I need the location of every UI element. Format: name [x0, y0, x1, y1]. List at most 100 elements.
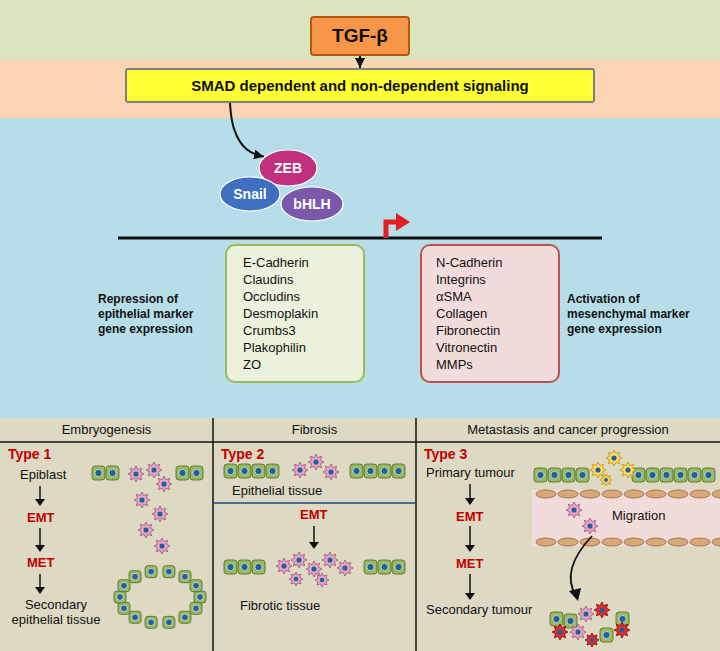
- mesenchymal-cell: [322, 552, 338, 568]
- node-text: Vitronectin: [436, 339, 544, 356]
- cell-nucleus: [635, 471, 642, 478]
- cell-nucleus: [327, 557, 332, 562]
- cell-nucleus: [595, 467, 600, 472]
- cell-nucleus: [269, 467, 276, 474]
- mesenchymal-cell: [134, 492, 150, 508]
- mesenchymal-cell: [292, 462, 308, 478]
- mesenchymal-cell: [552, 624, 568, 640]
- cell-nucleus: [619, 615, 626, 622]
- panel-heading: Fibrosis: [213, 422, 416, 437]
- epithelial-cell: [238, 464, 251, 478]
- mesenchymal-cell: [154, 538, 170, 554]
- endothelial-cell: [712, 538, 720, 546]
- text-label: Epiblast: [20, 467, 66, 482]
- panel-region: FibrosisType 2: [213, 418, 416, 651]
- epithelial-cell: [163, 616, 175, 628]
- flow-arrow-head: [465, 545, 475, 552]
- cell-nucleus: [294, 577, 298, 581]
- cell-nucleus: [166, 619, 173, 626]
- cell-nucleus: [161, 481, 166, 486]
- blood-vessel: [532, 490, 720, 546]
- epithelial-cell: [114, 591, 126, 603]
- cell-nucleus: [579, 471, 586, 478]
- cell-nucleus: [117, 594, 124, 601]
- epithelial-cell: [600, 628, 613, 642]
- cell-nucleus: [603, 631, 610, 638]
- cell-nucleus: [537, 471, 544, 478]
- epithelial-cell: [224, 560, 237, 574]
- flow-arrow: [469, 574, 471, 593]
- dna-line: [118, 237, 602, 240]
- marker-list-box: N-CadherinIntegrinsαSMACollagenFibronect…: [420, 244, 560, 383]
- process-label: EMT: [456, 509, 483, 524]
- node-text: Desmoplakin: [243, 305, 349, 322]
- epithelial-cell: [252, 560, 265, 574]
- flow-arrow-head: [309, 542, 319, 549]
- cell-nucleus: [121, 605, 128, 612]
- text-label: Activation of mesenchymal marker gene ex…: [567, 292, 715, 337]
- cell-nucleus: [590, 638, 594, 642]
- text-label: Epithelial tissue: [232, 483, 322, 498]
- node-text: Fibronectin: [436, 322, 544, 339]
- flow-arrow: [39, 574, 41, 587]
- text-label: Secondary epithelial tissue: [4, 597, 108, 627]
- mesenchymal-cell: [138, 522, 154, 538]
- mesenchymal-cell: [146, 462, 162, 478]
- epithelial-cell: [163, 566, 175, 578]
- mesenchymal-cell: [291, 552, 307, 568]
- cell-nucleus: [565, 471, 572, 478]
- cell-nucleus: [182, 573, 189, 580]
- connector-arrow: [359, 56, 361, 68]
- flow-arrow: [469, 526, 471, 545]
- mesenchymal-cell: [582, 518, 598, 534]
- endothelial-cell: [690, 538, 710, 546]
- cell-nucleus: [353, 467, 360, 474]
- endothelial-cell: [558, 538, 578, 546]
- epithelial-cell: [392, 560, 405, 574]
- signal-box: TGF-β: [310, 16, 410, 56]
- endothelial-cell: [690, 490, 710, 498]
- epithelial-cell: [176, 466, 189, 480]
- cell-nucleus: [133, 471, 138, 476]
- endothelial-cell: [624, 490, 644, 498]
- cell-nucleus: [121, 582, 128, 589]
- flow-arrow-head: [465, 593, 475, 600]
- cell-nucleus: [132, 614, 139, 621]
- epithelial-cell: [364, 560, 377, 574]
- text-label: Repression of epithelial marker gene exp…: [98, 292, 220, 337]
- cell-nucleus: [197, 594, 204, 601]
- epithelial-cell: [179, 571, 191, 583]
- node-text: TGF-β: [328, 25, 392, 47]
- epithelial-cell: [550, 612, 563, 626]
- cell-nucleus: [139, 497, 144, 502]
- endothelial-cell: [712, 490, 720, 498]
- text-label: Migration: [610, 508, 667, 523]
- cell-nucleus: [583, 611, 588, 616]
- cell-nucleus: [587, 523, 592, 528]
- cell-nucleus: [132, 573, 139, 580]
- cell-nucleus: [296, 557, 301, 562]
- cell-nucleus: [193, 582, 200, 589]
- cell-nucleus: [227, 467, 234, 474]
- cell-nucleus: [619, 627, 624, 632]
- epithelial-cell: [118, 602, 130, 614]
- epithelial-cell: [145, 566, 157, 578]
- node-text: αSMA: [436, 288, 544, 305]
- cell-nucleus: [255, 467, 262, 474]
- process-label: MET: [456, 556, 483, 571]
- cell-nucleus: [571, 507, 576, 512]
- pathway-box: SMAD dependent and non-dependent signali…: [125, 68, 595, 103]
- cell-nucleus: [148, 568, 155, 575]
- node-text: Integrins: [436, 271, 544, 288]
- panel-divider: [212, 418, 214, 651]
- endothelial-cell: [536, 538, 556, 546]
- cell-nucleus: [241, 563, 248, 570]
- cell-nucleus: [241, 467, 248, 474]
- cell-nucleus: [575, 629, 580, 634]
- process-label: EMT: [27, 510, 54, 525]
- cell-nucleus: [148, 619, 155, 626]
- cell-nucleus: [95, 469, 102, 476]
- epithelial-cell: [190, 602, 202, 614]
- epithelial-cell: [190, 580, 202, 592]
